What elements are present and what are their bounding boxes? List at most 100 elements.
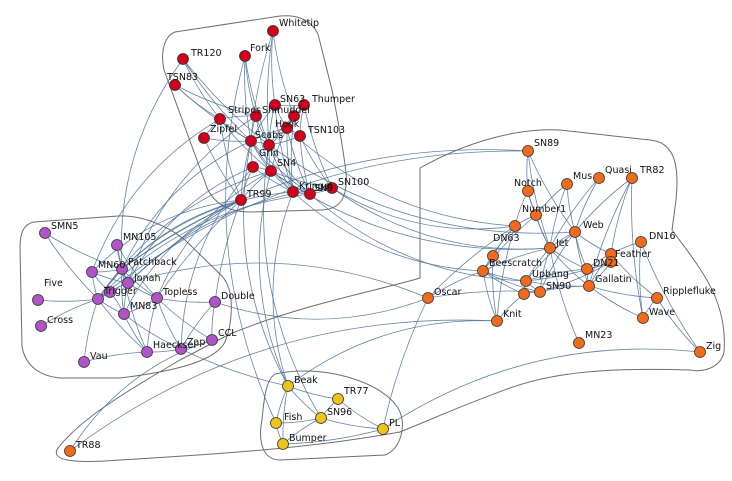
edge-SN4-Beak — [258, 170, 289, 387]
node-Gallatin[interactable] — [583, 280, 595, 292]
node-label-CCL: CCL — [218, 328, 237, 339]
edge-Whitetip-Scabs — [266, 30, 274, 146]
node-Knit[interactable] — [491, 315, 503, 327]
node-TSN83[interactable] — [169, 79, 181, 91]
node-Quasi[interactable] — [593, 172, 605, 184]
edge-Hook-Kringel — [286, 127, 294, 193]
node-Oscar[interactable] — [422, 292, 434, 304]
node-Whitetip[interactable] — [267, 25, 279, 37]
node-label-TSN83: TSN83 — [166, 72, 198, 83]
node-UnlabeledOrange2[interactable] — [518, 288, 530, 300]
node-DN16[interactable] — [635, 236, 647, 248]
node-Zig[interactable] — [694, 346, 706, 358]
node-label-TR99: TR99 — [246, 189, 272, 200]
node-Web[interactable] — [569, 226, 581, 238]
edge-SN4-Jet — [270, 170, 551, 250]
edge-Bumper-PL — [282, 428, 384, 445]
node-label-Zig: Zig — [706, 341, 721, 352]
node-Thumper[interactable] — [298, 99, 310, 111]
edge-TR82-Wave — [631, 177, 644, 319]
node-Jonah[interactable] — [122, 277, 134, 289]
node-SN63[interactable] — [269, 99, 281, 111]
node-Ripplefluke[interactable] — [651, 292, 663, 304]
node-label-Cross: Cross — [47, 315, 73, 326]
node-TR77[interactable] — [332, 393, 344, 405]
node-label-TR120: TR120 — [190, 48, 222, 59]
node-Fish[interactable] — [270, 417, 282, 429]
node-Shmuddel[interactable] — [288, 110, 300, 122]
node-Zap[interactable] — [175, 343, 187, 355]
edge-SN89-Trigger — [97, 150, 529, 300]
edge-UnlabeledRed1-TR99 — [203, 137, 242, 201]
node-CCL[interactable] — [206, 334, 218, 346]
node-Upbang[interactable] — [520, 275, 532, 287]
edge-Oscar-PL — [382, 297, 429, 430]
edge-Fork-Fish — [225, 55, 277, 424]
node-Fork[interactable] — [239, 50, 251, 62]
node-Wave[interactable] — [637, 312, 649, 324]
node-Bumper[interactable] — [277, 438, 289, 450]
edge-Jet-DN21 — [549, 247, 588, 270]
node-Jet[interactable] — [544, 242, 556, 254]
node-Kringel[interactable] — [287, 186, 299, 198]
edge-Grin-SN9 — [250, 140, 311, 195]
node-TR99[interactable] — [235, 194, 247, 206]
node-label-SMN5: SMN5 — [51, 221, 78, 232]
node-Vau[interactable] — [78, 356, 90, 368]
edge-TR120-Zipfel — [182, 58, 221, 120]
node-Mus[interactable] — [561, 178, 573, 190]
node-Five[interactable] — [32, 294, 44, 306]
node-label-MN23: MN23 — [585, 330, 612, 341]
node-label-Stripes: Stripes — [228, 105, 261, 116]
node-Haecksel[interactable] — [141, 346, 153, 358]
node-Number1[interactable] — [530, 209, 542, 221]
edge-Scabs-SN9 — [268, 144, 311, 195]
node-SN96[interactable] — [315, 412, 327, 424]
node-Hook[interactable] — [281, 122, 293, 134]
node-DN63[interactable] — [509, 220, 521, 232]
node-MN23[interactable] — [573, 337, 585, 349]
node-Double[interactable] — [209, 296, 221, 308]
node-UnlabeledRed1[interactable] — [198, 132, 210, 144]
node-SN90[interactable] — [534, 286, 546, 298]
node-UnlabeledOrange1[interactable] — [487, 250, 499, 262]
node-TSN103[interactable] — [294, 130, 306, 142]
edge-SN100-DN63 — [331, 187, 516, 230]
node-Trigger[interactable] — [92, 293, 104, 305]
node-label-Five: Five — [44, 278, 63, 289]
node-Cross[interactable] — [35, 320, 47, 332]
node-Patchback[interactable] — [116, 263, 128, 275]
node-label-MN105: MN105 — [123, 232, 156, 243]
node-Scabs[interactable] — [263, 139, 275, 151]
node-SN89[interactable] — [522, 145, 534, 157]
node-MN60[interactable] — [86, 266, 98, 278]
node-TR88[interactable] — [64, 445, 76, 457]
node-UnlabeledPurple1[interactable] — [104, 286, 116, 298]
node-label-PL: PL — [389, 418, 401, 429]
node-TR120[interactable] — [177, 53, 189, 65]
edge-UnlabeledRed2-Zap — [180, 166, 254, 350]
node-MN83[interactable] — [118, 308, 130, 320]
node-MN105[interactable] — [111, 239, 123, 251]
node-Beak[interactable] — [282, 380, 294, 392]
edge-SMN5-Patchback — [44, 232, 123, 270]
node-PL[interactable] — [377, 423, 389, 435]
node-label-Haecksel: Haecksel — [153, 340, 196, 351]
node-UnlabeledOrange3[interactable] — [605, 256, 617, 268]
node-SMN5[interactable] — [39, 227, 51, 239]
node-Stripes[interactable] — [250, 110, 262, 122]
node-Beescratch[interactable] — [477, 265, 489, 277]
node-SN4[interactable] — [265, 165, 277, 177]
node-Notch[interactable] — [522, 185, 534, 197]
node-SN100[interactable] — [326, 182, 338, 194]
edge-Grin-Beak — [243, 140, 289, 387]
node-Zipfel[interactable] — [214, 113, 226, 125]
node-SN9[interactable] — [304, 188, 316, 200]
node-label-Notch: Notch — [514, 178, 542, 189]
edge-SN89-Web — [527, 150, 576, 233]
node-Topless[interactable] — [151, 292, 163, 304]
node-DN21[interactable] — [581, 263, 593, 275]
node-TR82[interactable] — [626, 172, 638, 184]
node-Grin[interactable] — [245, 135, 257, 147]
node-UnlabeledRed2[interactable] — [247, 161, 259, 173]
